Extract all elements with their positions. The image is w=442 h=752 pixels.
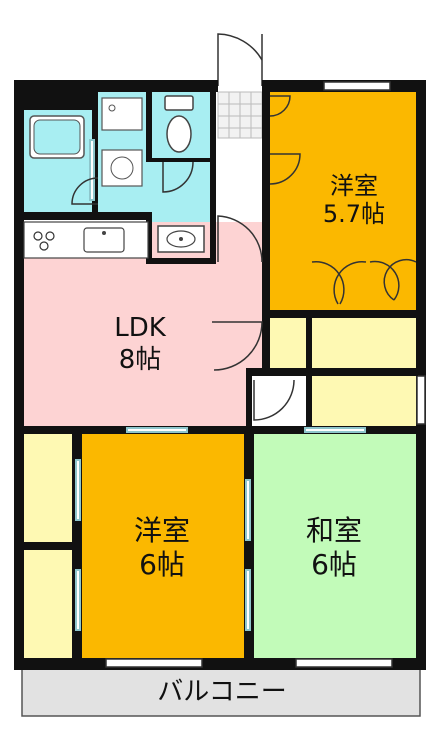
doors[interactable] <box>71 95 417 421</box>
sliding-doors[interactable] <box>75 139 366 631</box>
washing-machine-icon <box>101 149 143 187</box>
stove-icon <box>33 231 55 251</box>
western-room-south-size: 6帖 <box>139 548 185 581</box>
ldk-name: LDK <box>114 313 167 343</box>
entrance-tiles <box>217 91 263 139</box>
washbasin-icon <box>157 225 205 253</box>
bathtub-icon <box>29 115 85 159</box>
ldk-size: 8帖 <box>119 345 162 375</box>
closet-3 <box>310 374 418 426</box>
western-room-north-name: 洋室 <box>330 172 378 200</box>
balcony-area <box>21 665 421 717</box>
room-japanese <box>252 432 418 660</box>
japanese-room-name: 和室 <box>306 514 362 547</box>
window-frames <box>105 81 426 668</box>
shower-icon <box>101 97 143 131</box>
room-labels: 洋室 5.7帖 LDK 8帖 洋室 6帖 和室 6帖 バルコニー <box>114 172 385 707</box>
western-room-south-name: 洋室 <box>134 514 190 547</box>
closet-2 <box>310 318 418 370</box>
closet-1 <box>270 318 310 370</box>
entrance-door[interactable] <box>217 33 263 86</box>
japanese-room-size: 6帖 <box>311 548 357 581</box>
room-western-south <box>80 432 246 660</box>
closet-5 <box>22 548 78 660</box>
closet-4 <box>22 432 78 544</box>
room-western-north <box>270 84 418 314</box>
sink-icon <box>83 227 125 253</box>
toilet-icon <box>164 95 194 153</box>
western-room-north-size: 5.7帖 <box>323 200 385 228</box>
balcony-label: バルコニー <box>157 677 286 707</box>
toilet-door[interactable] <box>162 161 194 193</box>
